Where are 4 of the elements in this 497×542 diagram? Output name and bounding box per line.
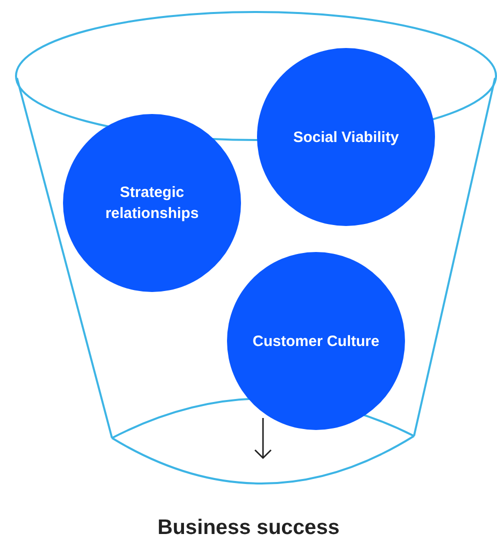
node-label: Social Viability	[293, 128, 399, 148]
node-label: Customer Culture	[252, 332, 380, 352]
caption: Business success	[157, 515, 340, 541]
node-label: Strategic relationships	[104, 183, 200, 224]
